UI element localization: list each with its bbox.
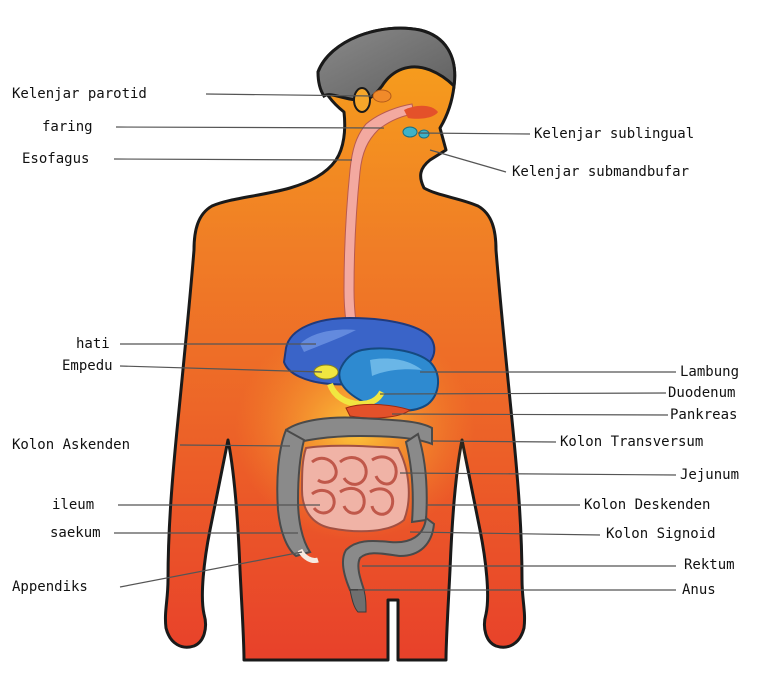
small-intestine: [302, 446, 409, 532]
label-rektum: Rektum: [684, 557, 735, 573]
label-faring: faring: [42, 119, 93, 135]
submandibular-gland: [419, 130, 429, 138]
label-anus: Anus: [682, 582, 716, 598]
label-kelenjar-sublingual: Kelenjar sublingual: [534, 126, 694, 142]
label-esofagus: Esofagus: [22, 151, 89, 167]
label-kolon-deskenden: Kolon Deskenden: [584, 497, 710, 513]
parotid-gland: [373, 90, 391, 102]
label-lambung: Lambung: [680, 364, 739, 380]
label-hati: hati: [76, 336, 110, 352]
label-jejunum: Jejunum: [680, 467, 739, 483]
ear: [354, 88, 370, 112]
label-appendiks: Appendiks: [12, 579, 88, 595]
label-kolon-transversum: Kolon Transversum: [560, 434, 703, 450]
label-kolon-askenden: Kolon Askenden: [12, 437, 130, 453]
label-ileum: ileum: [52, 497, 94, 513]
sublingual-gland: [403, 127, 417, 137]
label-empedu: Empedu: [62, 358, 113, 374]
label-saekum: saekum: [50, 525, 101, 541]
label-kelenjar-parotid: Kelenjar parotid: [12, 86, 147, 102]
label-duodenum: Duodenum: [668, 385, 735, 401]
label-kolon-signoid: Kolon Signoid: [606, 526, 716, 542]
label-kelenjar-submandbufar: Kelenjar submandbufar: [512, 164, 689, 180]
label-pankreas: Pankreas: [670, 407, 737, 423]
